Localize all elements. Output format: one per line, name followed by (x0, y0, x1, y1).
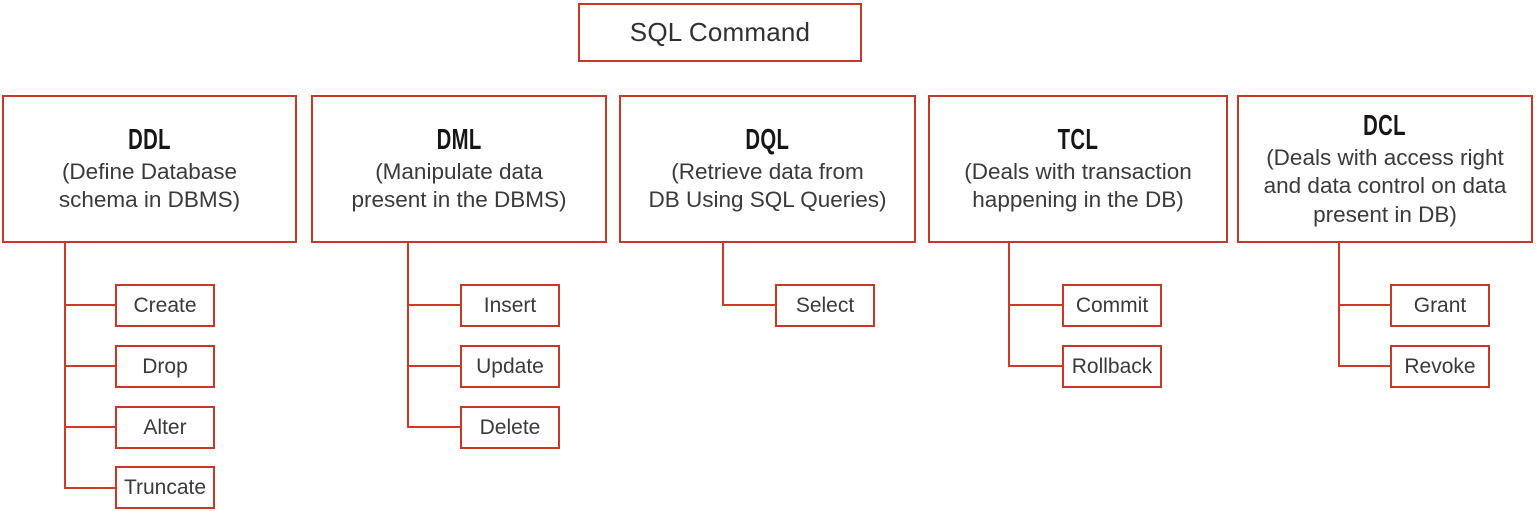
connector-branch (407, 304, 460, 306)
category-abbr-dql: DQL (745, 124, 790, 157)
desc-line: present in the DBMS) (351, 187, 567, 213)
desc-line: (Retrieve data from (671, 159, 864, 185)
category-node-dcl: DCL (Deals with access right and data co… (1237, 95, 1533, 243)
connector-branch (64, 365, 115, 367)
category-desc-dcl: (Deals with access right and data contro… (1264, 144, 1507, 229)
desc-line: (Deals with access right (1266, 144, 1504, 170)
desc-line: (Define Database (61, 159, 238, 185)
category-node-tcl: TCL (Deals with transaction happening in… (928, 95, 1228, 243)
command-node-drop: Drop (115, 345, 215, 388)
category-desc-dml: (Manipulate data present in the DBMS) (351, 158, 566, 215)
connector-trunk-dql (722, 243, 724, 306)
connector-branch (1338, 365, 1390, 367)
command-node-select: Select (775, 284, 875, 327)
category-abbr-tcl: TCL (1057, 124, 1099, 157)
category-node-ddl: DDL (Define Database schema in DBMS) (2, 95, 297, 243)
connector-branch (1008, 365, 1062, 367)
category-desc-ddl: (Define Database schema in DBMS) (59, 158, 240, 215)
command-node-delete: Delete (460, 406, 560, 449)
command-node-update: Update (460, 345, 560, 388)
connector-branch (64, 426, 115, 428)
command-node-create: Create (115, 284, 215, 327)
desc-line: present in DB) (1313, 201, 1457, 227)
category-abbr-dml: DML (436, 124, 482, 157)
desc-line: happening in the DB) (972, 187, 1184, 213)
root-node-label: SQL Command (629, 17, 811, 47)
command-node-revoke: Revoke (1390, 345, 1490, 388)
connector-branch (64, 487, 115, 489)
command-node-alter: Alter (115, 406, 215, 449)
connector-trunk-dml (407, 243, 409, 428)
category-node-dml: DML (Manipulate data present in the DBMS… (311, 95, 607, 243)
connector-branch (407, 365, 460, 367)
connector-branch (1008, 304, 1062, 306)
command-node-grant: Grant (1390, 284, 1490, 327)
connector-branch (1338, 304, 1390, 306)
connector-branch (722, 304, 775, 306)
desc-line: (Manipulate data (375, 159, 543, 185)
desc-line: schema in DBMS) (58, 187, 241, 213)
category-desc-tcl: (Deals with transaction happening in the… (964, 158, 1192, 215)
root-node-sql-command: SQL Command (578, 3, 862, 62)
command-node-rollback: Rollback (1062, 345, 1162, 388)
command-node-truncate: Truncate (115, 466, 215, 509)
command-node-commit: Commit (1062, 284, 1162, 327)
category-desc-dql: (Retrieve data from DB Using SQL Queries… (649, 158, 887, 215)
command-node-insert: Insert (460, 284, 560, 327)
category-abbr-dcl: DCL (1363, 110, 1407, 143)
connector-branch (407, 426, 460, 428)
category-node-dql: DQL (Retrieve data from DB Using SQL Que… (619, 95, 916, 243)
category-abbr-ddl: DDL (128, 124, 171, 157)
connector-branch (64, 304, 115, 306)
desc-line: and data control on data (1263, 173, 1507, 199)
desc-line: (Deals with transaction (964, 159, 1192, 185)
desc-line: DB Using SQL Queries) (648, 187, 887, 213)
